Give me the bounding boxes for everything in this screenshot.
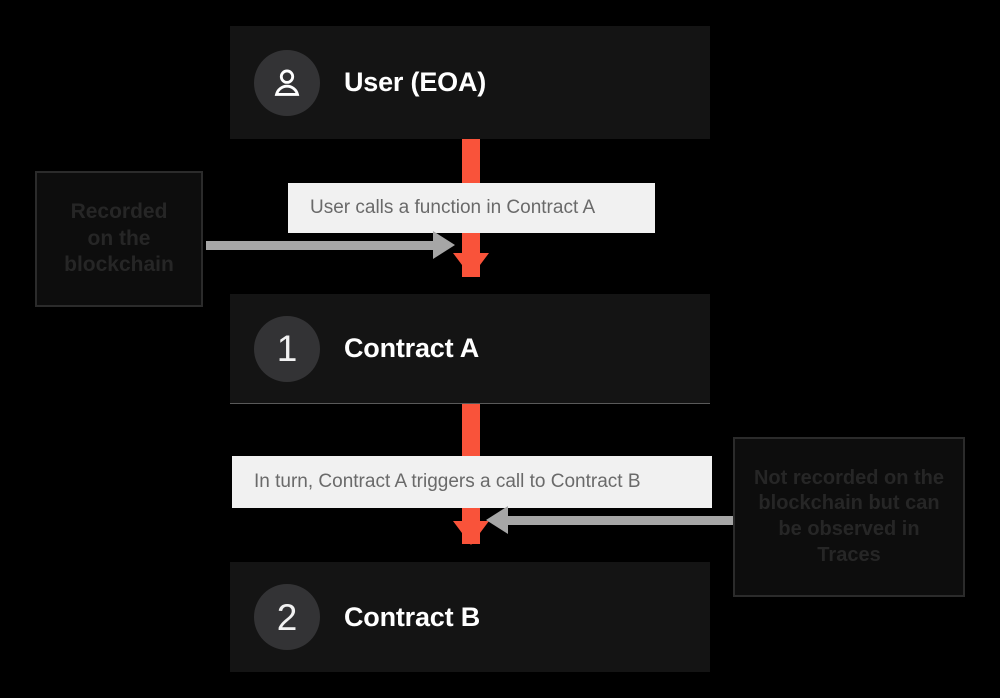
message-label-2: In turn, Contract A triggers a call to C…: [232, 456, 712, 508]
node-user-label: User (EOA): [344, 67, 487, 97]
annotation-left-arrow-icon: [433, 231, 455, 259]
annotation-left-line-2: on the: [87, 226, 151, 250]
node-contract-a-label: Contract A: [344, 333, 480, 363]
annotation-right-connector: [507, 516, 733, 525]
flow-arrow-head-2: [453, 521, 489, 545]
annotation-left-line-1: Recorded: [70, 199, 168, 223]
message-label-1: User calls a function in Contract A: [288, 183, 655, 233]
person-icon: [254, 49, 320, 116]
annotation-right-line-4: Traces: [817, 543, 881, 566]
annotation-left-line-3: blockchain: [64, 253, 174, 277]
node-contract-b[interactable]: 2 Contract B: [230, 562, 710, 672]
annotation-right-arrow-icon: [486, 506, 508, 534]
step-number-badge-2: 2: [254, 584, 320, 650]
annotation-right-line-3: be observed in: [778, 518, 920, 540]
message-label-2-text: In turn, Contract A triggers a call to C…: [254, 471, 641, 492]
step-number-badge-1: 1: [254, 315, 320, 382]
annotation-right-line-2: blockchain but can: [758, 492, 940, 515]
node-contract-b-label: Contract B: [344, 601, 481, 632]
node-contract-a[interactable]: 1 Contract A: [230, 294, 710, 404]
message-label-1-text: User calls a function in Contract A: [310, 197, 596, 218]
annotation-recorded-on-blockchain: Recorded on the blockchain: [35, 171, 203, 307]
annotation-left-connector: [206, 241, 436, 250]
flow-arrow-head-1: [453, 253, 489, 277]
annotation-not-recorded-traces: Not recorded on the blockchain but can b…: [733, 437, 965, 597]
annotation-right-line-1: Not recorded on the: [753, 466, 944, 489]
node-user[interactable]: User (EOA): [230, 26, 710, 139]
